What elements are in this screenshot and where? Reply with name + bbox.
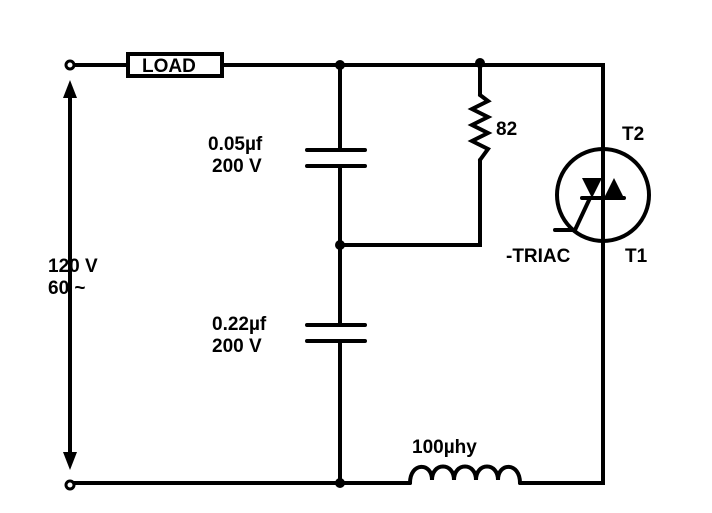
- arrow-down-icon: [63, 452, 77, 470]
- junction-dot: [335, 478, 345, 488]
- junction-dot: [335, 60, 345, 70]
- wires: [68, 60, 605, 485]
- junction-dot: [335, 240, 345, 250]
- resistor-branch: [338, 60, 482, 247]
- capacitor-1: [305, 148, 367, 168]
- resistor-value: 82: [496, 119, 517, 140]
- terminal-top: [64, 59, 76, 71]
- triac-t1-label: T1: [625, 246, 648, 267]
- inductor-value: 100µhy: [412, 437, 477, 458]
- cap2-voltage: 200 V: [212, 336, 262, 357]
- cap2-value: 0.22µf: [212, 314, 267, 335]
- load-box: [126, 52, 224, 78]
- inductor-symbol: [408, 464, 522, 485]
- resistor-symbol: [467, 93, 493, 162]
- capacitor-2: [305, 323, 367, 343]
- source-frequency: 60 ~: [48, 278, 86, 299]
- cap1-voltage: 200 V: [212, 156, 262, 177]
- triac-symbol: [553, 140, 651, 252]
- triac-t2-label: T2: [622, 124, 644, 145]
- triac-label: -TRIAC: [506, 246, 571, 267]
- terminal-bottom: [64, 479, 76, 491]
- cap1-value: 0.05µf: [208, 134, 263, 155]
- right-bottom-wire: [72, 238, 605, 485]
- source-voltage: 120 V: [48, 256, 98, 277]
- load-label: LOAD: [142, 56, 196, 77]
- arrow-up-icon: [63, 80, 77, 98]
- junction-dot: [475, 58, 485, 68]
- top-wire: [72, 63, 605, 152]
